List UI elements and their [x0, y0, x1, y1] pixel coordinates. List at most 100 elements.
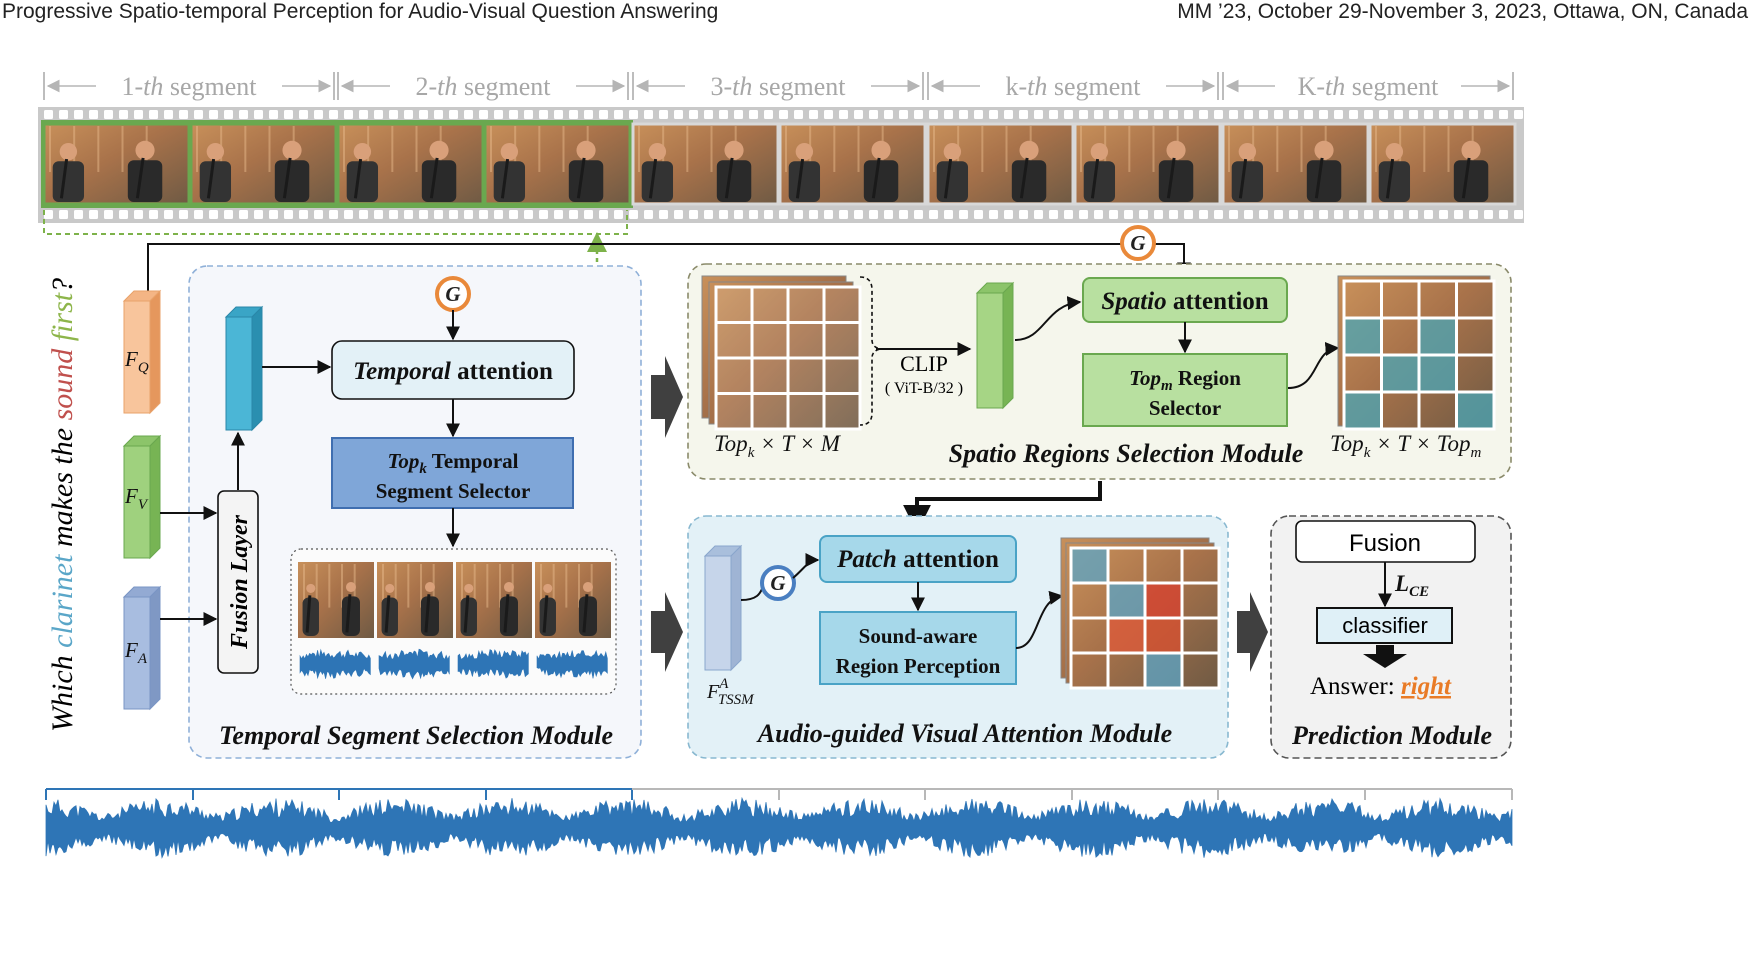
- perception-to-patches-arrow: [1015, 590, 1064, 649]
- film-hole: [1499, 110, 1508, 119]
- film-hole: [704, 210, 713, 219]
- topk-frames-stack: [701, 275, 862, 431]
- figure-head: [1019, 140, 1039, 160]
- film-hole: [1379, 110, 1388, 119]
- highlighted-region: [1108, 618, 1145, 653]
- film-hole: [1469, 110, 1478, 119]
- fa-sub: A: [137, 651, 148, 667]
- film-hole: [59, 110, 68, 119]
- film-hole: [1424, 210, 1433, 219]
- film-hole: [419, 210, 428, 219]
- film-hole: [329, 210, 338, 219]
- running-header-venue: MM ’23, October 29-November 3, 2023, Ott…: [1177, 0, 1748, 23]
- film-hole: [674, 210, 683, 219]
- classifier-to-answer-arrow: [1363, 645, 1407, 668]
- figure-head: [1461, 140, 1481, 160]
- film-hole: [764, 210, 773, 219]
- film-hole: [884, 110, 893, 119]
- film-hole: [599, 210, 608, 219]
- agvam-to-prediction-arrow: [1237, 592, 1268, 672]
- figure-body: [1378, 161, 1411, 202]
- film-hole: [539, 110, 548, 119]
- video-frame: [483, 122, 632, 206]
- film-hole: [659, 210, 668, 219]
- film-hole: [1199, 210, 1208, 219]
- film-hole: [1214, 110, 1223, 119]
- right-dims-mid: × T ×: [1370, 431, 1436, 456]
- film-hole: [449, 110, 458, 119]
- film-hole: [899, 210, 908, 219]
- topm-selector-line2: Selector: [1149, 396, 1221, 420]
- clarinet: [59, 158, 69, 199]
- film-hole: [434, 210, 443, 219]
- film-hole: [1139, 210, 1148, 219]
- film-hole: [509, 110, 518, 119]
- spatio-attention-label: Spatio attention: [1101, 288, 1268, 315]
- figure-head: [464, 583, 474, 593]
- clip-label: CLIP: [900, 351, 948, 376]
- right-dims-top2: Top: [1437, 431, 1471, 456]
- film-hole: [914, 210, 923, 219]
- segment-num: 3-: [710, 72, 732, 101]
- film-hole: [269, 210, 278, 219]
- film-hole: [929, 110, 938, 119]
- film-hole: [1184, 110, 1193, 119]
- figure-head: [282, 140, 302, 160]
- figure-head: [576, 140, 596, 160]
- tssm-to-srsm-arrow: [651, 356, 683, 438]
- film-hole: [1184, 210, 1193, 219]
- film-hole: [749, 110, 758, 119]
- topk-rest: Temporal: [427, 449, 519, 473]
- film-hole: [164, 210, 173, 219]
- figure-head: [345, 582, 356, 593]
- segment-label: k-th segment: [1005, 72, 1141, 101]
- selected-waveforms: [299, 648, 608, 680]
- segment-num: k-: [1005, 72, 1027, 101]
- clarinet: [282, 157, 292, 199]
- film-hole: [1034, 210, 1043, 219]
- film-hole: [1319, 210, 1328, 219]
- sound-aware-box: [819, 611, 1017, 685]
- patch-attention-label: Patch attention: [836, 546, 999, 573]
- figure-head: [1166, 140, 1186, 160]
- film-hole: [134, 110, 143, 119]
- film-hole: [194, 210, 203, 219]
- segment-suffix: th: [437, 72, 457, 101]
- classifier-label: classifier: [1342, 613, 1428, 638]
- film-hole: [404, 210, 413, 219]
- film-hole: [359, 210, 368, 219]
- film-hole: [884, 210, 893, 219]
- question-text: Which clarinet makes the sound first?: [46, 278, 79, 732]
- left-dims-rest: × T × M: [754, 431, 841, 456]
- film-hole: [434, 110, 443, 119]
- film-hole: [1484, 110, 1493, 119]
- clarinet: [1385, 158, 1395, 199]
- figure-body: [274, 160, 310, 202]
- figure-head: [648, 142, 667, 161]
- film-hole: [689, 110, 698, 119]
- topm-rest: Region: [1173, 366, 1242, 390]
- film-hole: [1124, 210, 1133, 219]
- topm-regions-stack: [1337, 275, 1496, 431]
- film-hole: [239, 110, 248, 119]
- segment-word: segment: [457, 72, 551, 101]
- film-hole: [1109, 110, 1118, 119]
- film-hole: [1304, 210, 1313, 219]
- segment-word: segment: [1047, 72, 1141, 101]
- figure-body: [641, 161, 674, 202]
- question-feature-line: [147, 243, 1191, 292]
- film-hole: [494, 210, 503, 219]
- clarinet: [384, 595, 391, 633]
- film-hole: [569, 210, 578, 219]
- film-hole: [569, 110, 578, 119]
- answer-label: Answer:: [1310, 673, 1401, 700]
- clarinet: [206, 158, 216, 199]
- film-hole: [1514, 110, 1523, 119]
- question-part-makes: makes the: [46, 420, 79, 554]
- film-hole: [1319, 110, 1328, 119]
- question-part-mark: ?: [46, 278, 79, 293]
- tssm-title: Temporal Segment Selection Module: [219, 721, 613, 750]
- film-hole: [284, 210, 293, 219]
- figure-head: [424, 582, 435, 593]
